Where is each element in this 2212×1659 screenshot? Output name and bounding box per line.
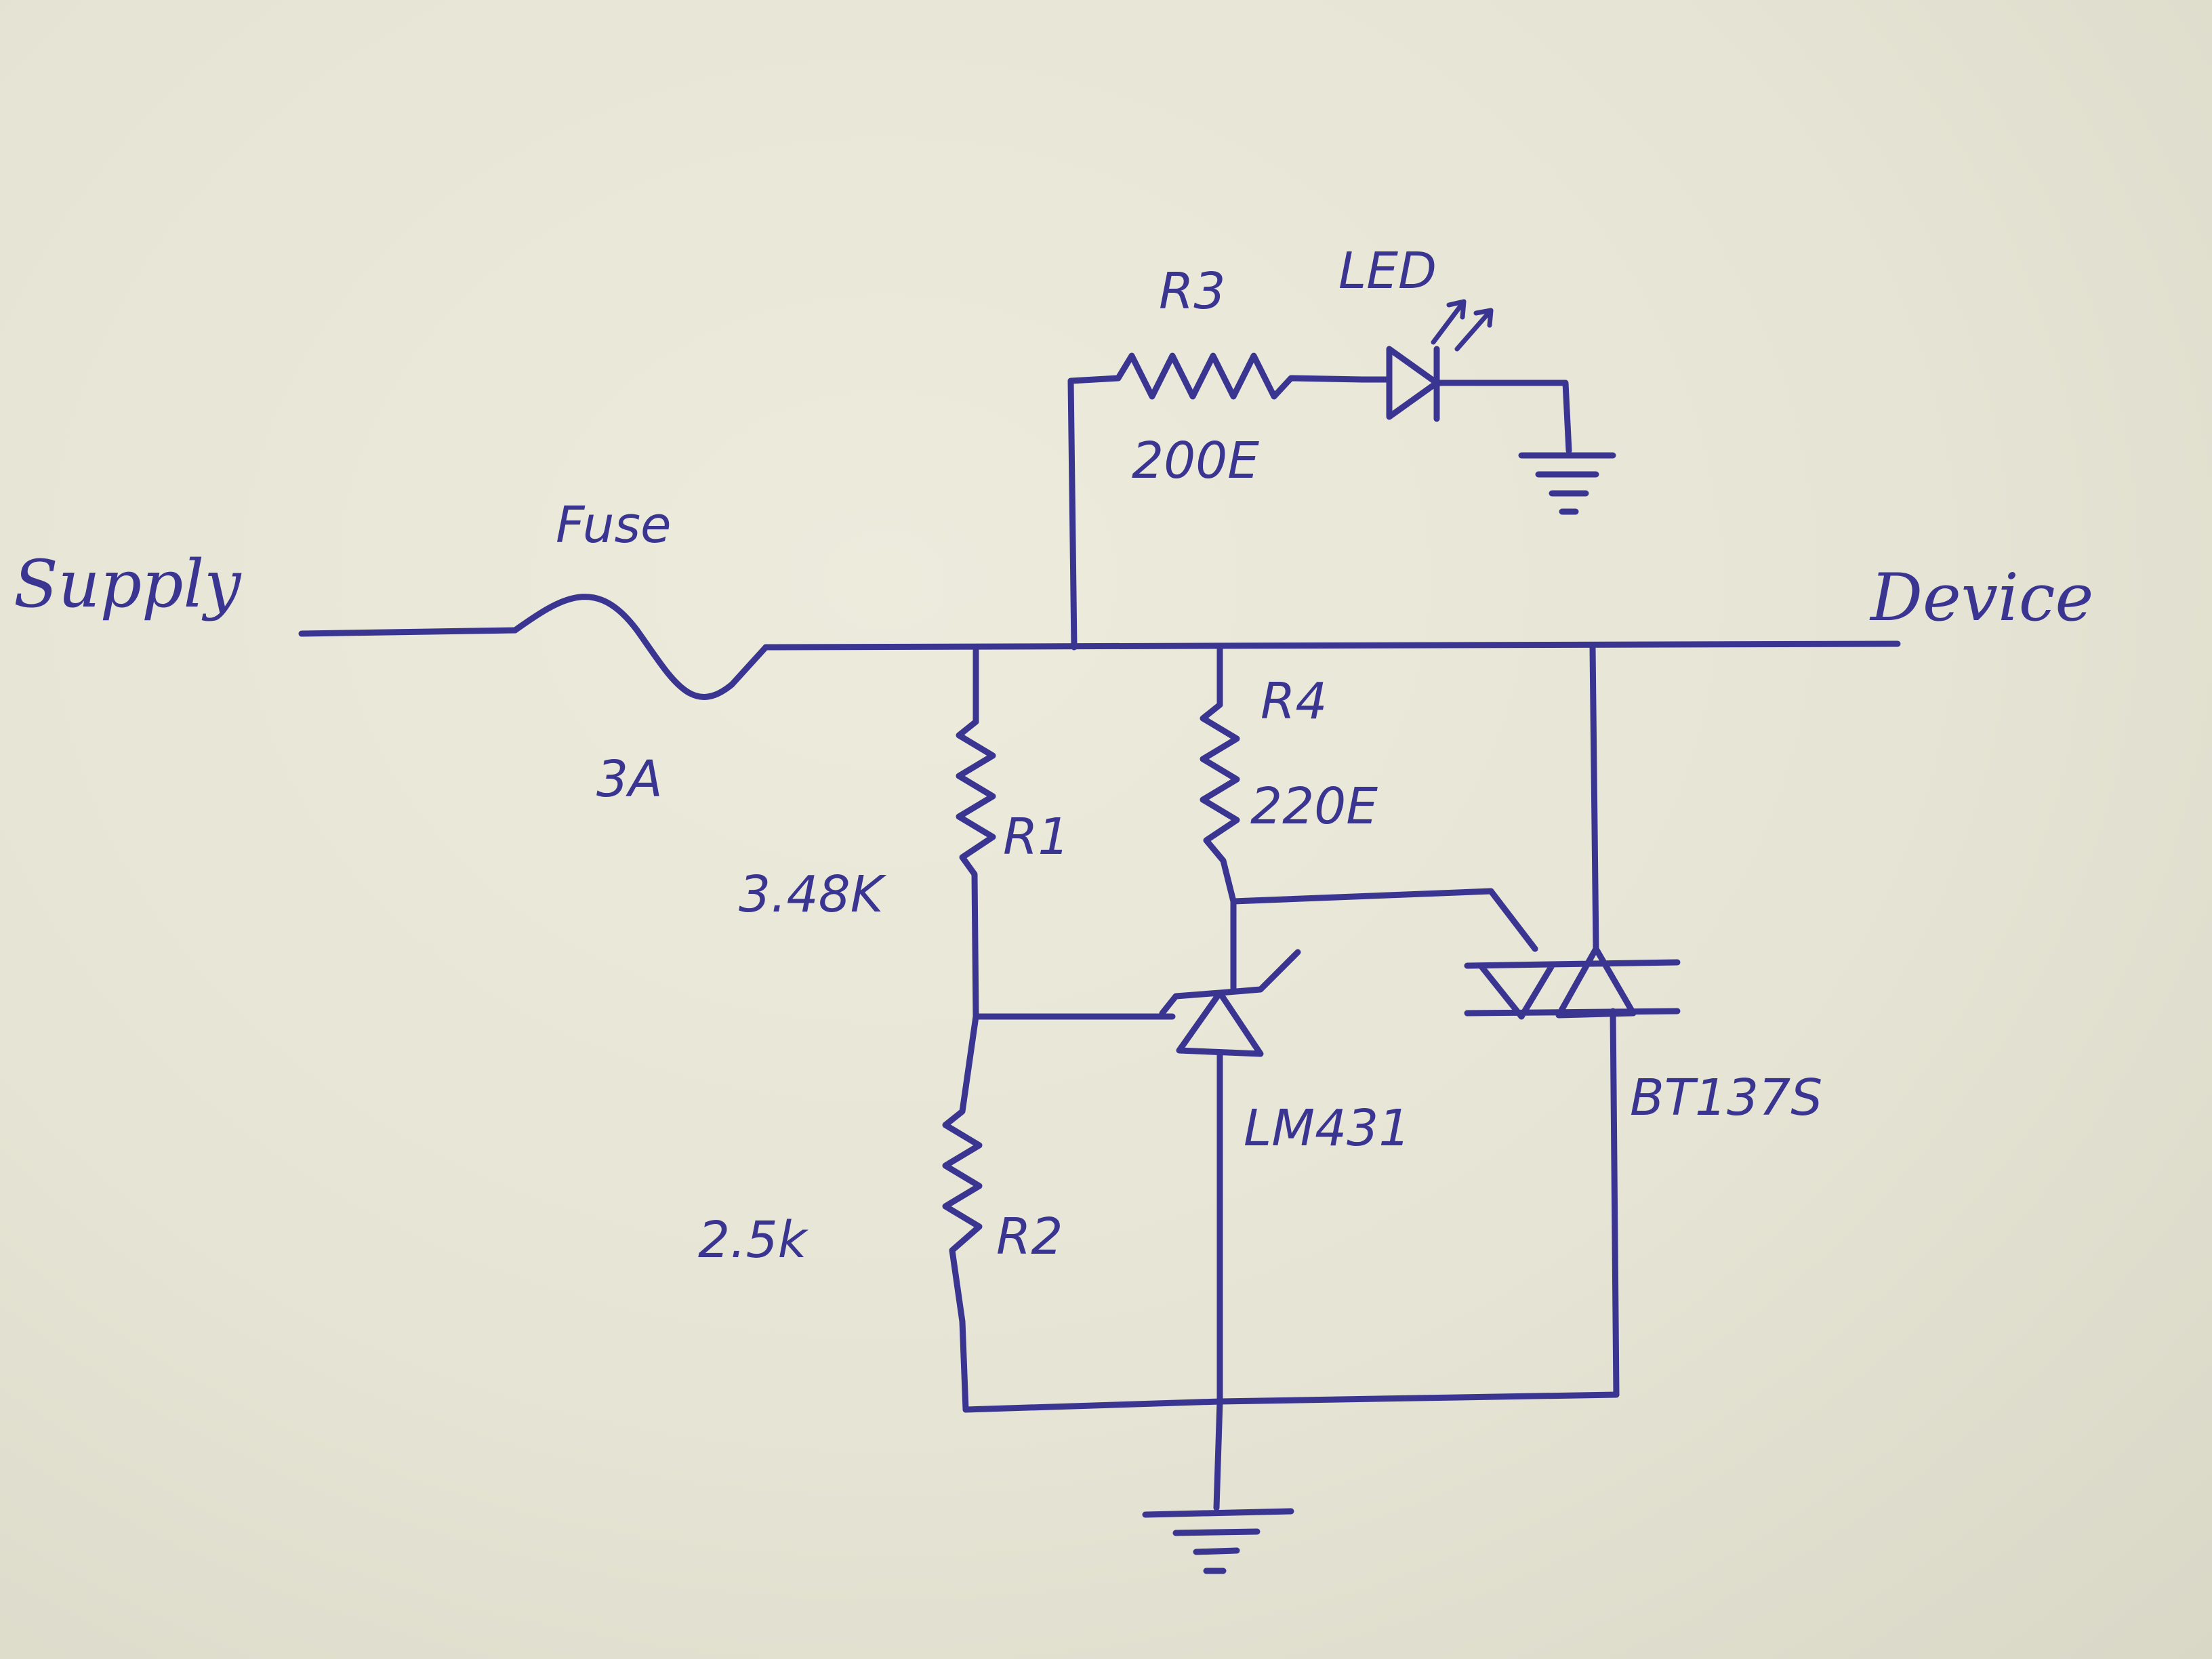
triac-top-wire	[1589, 644, 1599, 952]
device-label: Device	[1869, 560, 2093, 636]
r2-resistor-symbol	[942, 1013, 983, 1413]
bt137s-label: BT137S	[1630, 1069, 1822, 1127]
r3-value-label: 200E	[1132, 432, 1259, 490]
lm431-symbol	[1159, 898, 1301, 1406]
r4-resistor-symbol	[1200, 644, 1240, 905]
r4-value-label: 220E	[1250, 777, 1378, 836]
r2-value-label: 2.5k	[698, 1211, 809, 1269]
led-light-arrows	[1431, 299, 1494, 352]
r4-label: R4	[1261, 672, 1328, 731]
fuse-label: Fuse	[556, 496, 672, 554]
led-symbol	[1359, 346, 1572, 454]
r1-resistor-symbol	[956, 647, 996, 1020]
supply-label: Supply	[14, 546, 242, 622]
led-ground-symbol	[1518, 452, 1616, 515]
supply-input-wire	[298, 627, 518, 637]
fuse-symbol	[512, 594, 769, 700]
lm431-label: LM431	[1244, 1099, 1410, 1158]
r3-label: R3	[1159, 262, 1226, 321]
ground-return-wire	[962, 1391, 1620, 1413]
main-ground-symbol	[1142, 1398, 1294, 1574]
r2-label: R2	[996, 1208, 1063, 1266]
r1-label: R1	[1003, 808, 1070, 866]
led-label: LED	[1338, 242, 1437, 300]
fuse-rating-label: 3A	[596, 750, 663, 808]
r1-value-label: 3.48K	[739, 865, 887, 924]
triac-bottom-wire	[1610, 1008, 1620, 1398]
main-rail-wire	[762, 640, 1901, 651]
r3-resistor-symbol	[1115, 352, 1366, 400]
gate-drive-wire	[1230, 888, 1538, 952]
triac-symbol	[1464, 945, 1681, 1020]
led-branch-wire	[1067, 375, 1122, 651]
